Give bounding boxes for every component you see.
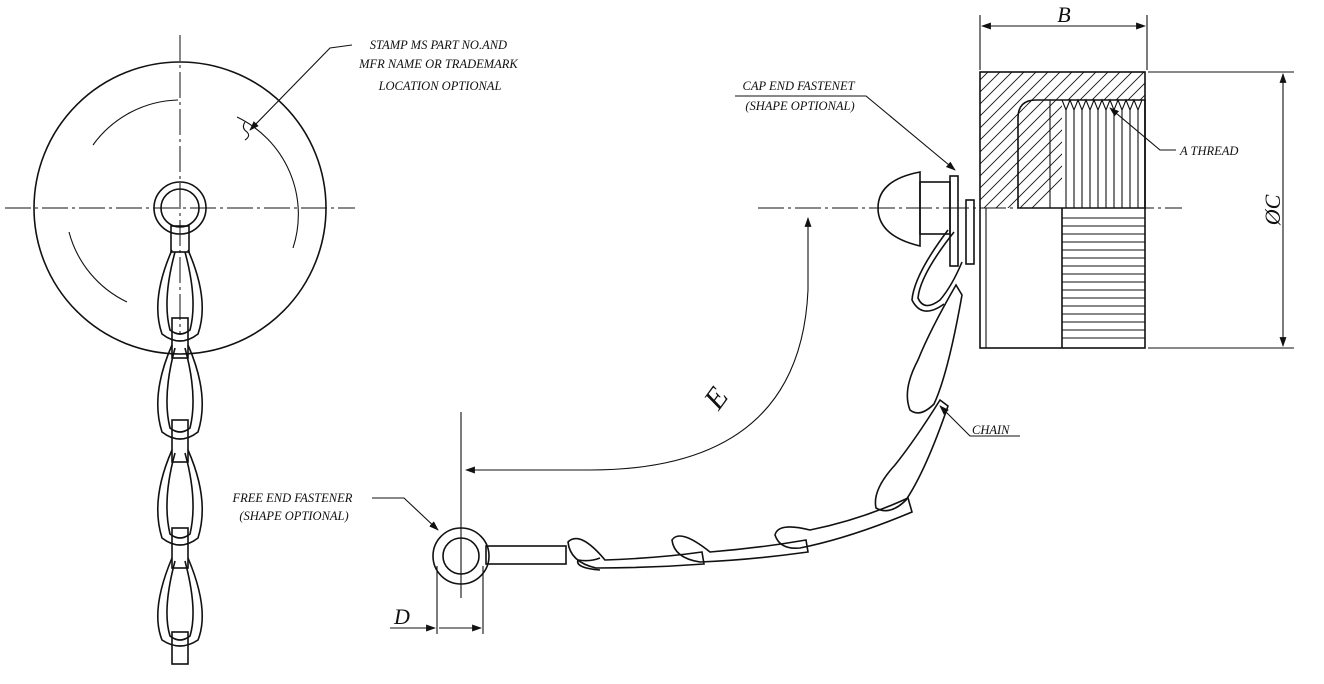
thread-leader	[1109, 107, 1176, 151]
stamp-note-leader	[249, 44, 353, 131]
cap-inner-arc-top	[92, 99, 179, 146]
thread-teeth	[1061, 98, 1143, 112]
chain-link	[671, 535, 809, 563]
dim-e-label: E	[697, 381, 735, 416]
cap-inner-arc-right	[236, 116, 299, 249]
end-view-chain	[157, 249, 203, 665]
thread-lines	[1065, 110, 1139, 208]
thread-label: A THREAD	[1179, 144, 1238, 158]
cap-fastener-leader	[735, 95, 956, 171]
dim-d-label: D	[393, 604, 410, 629]
chain-link	[157, 449, 203, 546]
chain-link	[576, 557, 601, 571]
cap-end-fastener-plate	[949, 175, 959, 267]
side-view: B ØC A THREAD CAP END FASTENET (SHAPE OP…	[231, 2, 1294, 634]
chain-link-joint	[171, 419, 189, 463]
chain-link	[166, 251, 194, 335]
free-fastener-label: FREE END FASTENER (SHAPE OPTIONAL)	[231, 491, 355, 523]
chain-link	[166, 452, 194, 539]
chain-link	[917, 231, 963, 307]
chain-link-joint	[171, 527, 189, 569]
chain-link	[166, 347, 194, 433]
chain-link	[157, 344, 203, 440]
free-end-fastener-tab	[485, 545, 567, 565]
cap-end-fastener-head	[877, 171, 921, 248]
chain-link	[911, 229, 949, 312]
chain-link	[774, 496, 913, 550]
chain-label: CHAIN	[972, 423, 1010, 437]
cap-outer-circle	[33, 61, 327, 355]
stamp-location-mark	[242, 121, 250, 141]
side-view-chain	[567, 229, 963, 571]
chain-link	[906, 283, 963, 414]
fastener-eyelet-inner	[160, 188, 200, 228]
cap-inner-arc-left	[68, 231, 128, 303]
stamp-note: STAMP MS PART NO.AND MFR NAME OR TRADEMA…	[358, 38, 521, 93]
chain-link	[157, 249, 203, 342]
dim-c-label: ØC	[1260, 194, 1285, 226]
cap-fastener-label: CAP END FASTENET (SHAPE OPTIONAL)	[743, 79, 858, 113]
chain-link	[166, 560, 194, 641]
chain-leader	[939, 405, 1020, 437]
chain-link	[567, 537, 705, 569]
dim-b-label: B	[1057, 2, 1070, 27]
free-fastener-leader	[372, 497, 439, 531]
chain-link-joint	[171, 317, 189, 359]
end-view: STAMP MS PART NO.AND MFR NAME OR TRADEMA…	[5, 35, 521, 665]
fastener-eyelet-outer	[153, 181, 207, 235]
dim-e-arc	[465, 217, 812, 474]
fastener-shank	[170, 225, 190, 253]
chain-link	[157, 557, 203, 647]
cap-section-hatch	[980, 72, 1145, 208]
knurl-lines	[1062, 217, 1145, 339]
chain-link	[874, 398, 949, 512]
chain-end-tab	[171, 631, 189, 665]
cap-end-washer	[965, 199, 975, 265]
